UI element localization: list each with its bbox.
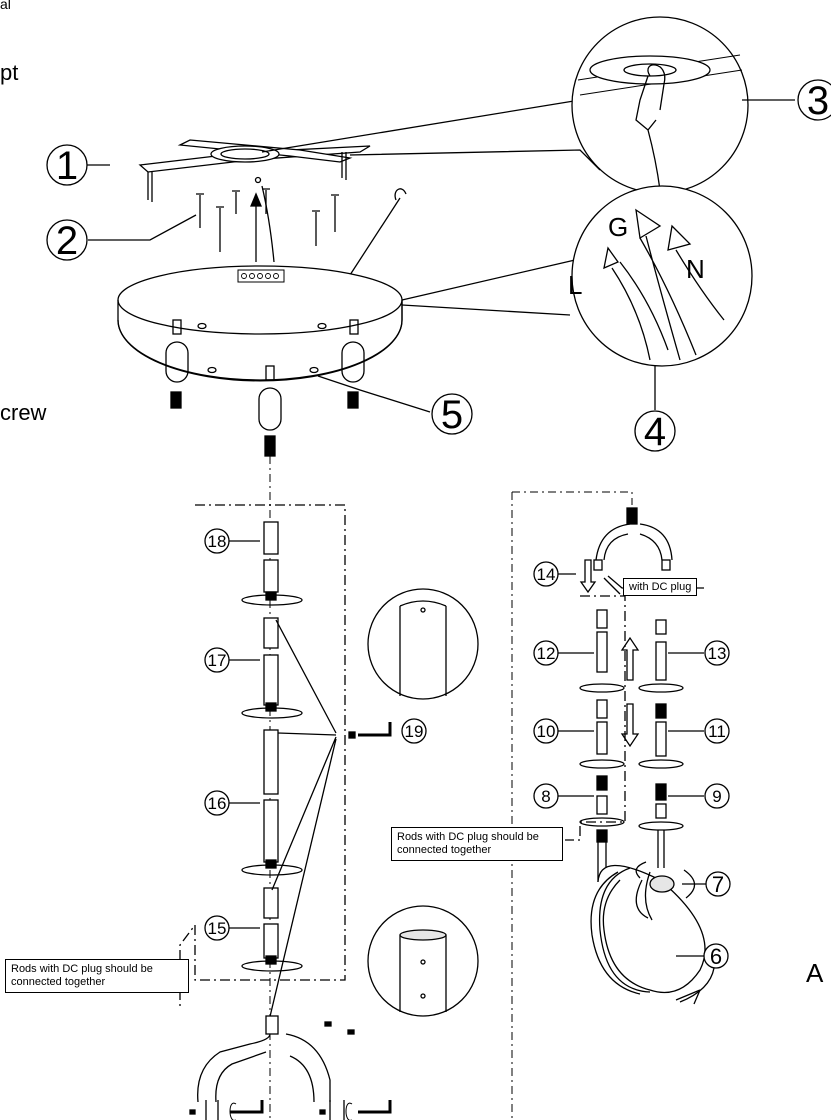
callout-12: 12 [537, 644, 556, 663]
u-arm-left [189, 1015, 392, 1120]
rods-note-left: Rods with DC plug should be connected to… [5, 959, 189, 993]
callout-11: 11 [708, 722, 726, 741]
callout-15: 15 [208, 919, 227, 938]
callout-13: 13 [708, 644, 727, 663]
callout-10: 10 [537, 722, 556, 741]
callout-6: 6 [710, 944, 722, 969]
callout-17: 17 [208, 651, 227, 670]
callout-1-circle [46, 144, 88, 186]
callout-2: 2 [56, 219, 78, 263]
allen-key [267, 619, 392, 1026]
cross-bracket [138, 139, 371, 202]
wire-label-ground: G [608, 212, 628, 242]
callout-4: 4 [644, 410, 666, 454]
canopy [117, 265, 403, 457]
callout-8: 8 [541, 787, 550, 806]
callout-14: 14 [537, 565, 556, 584]
lamp-shade [590, 861, 715, 1005]
detail-wire-connection [571, 185, 753, 367]
right-arm [593, 507, 673, 571]
callout-19: 19 [405, 722, 424, 741]
callout-5: 5 [441, 393, 463, 437]
edge-text-left-1: pt [0, 60, 19, 85]
rods-note-right: Rods with DC plug should be connected to… [391, 827, 563, 861]
callout-18: 18 [208, 532, 227, 551]
wire-label-live: L [568, 270, 582, 300]
callout-16: 16 [208, 794, 227, 813]
detail-rod-hole-bottom [367, 905, 479, 1017]
callout-9: 9 [712, 787, 721, 806]
dc-plug-note: with DC plug [623, 578, 698, 596]
left-rod-group [179, 504, 346, 1010]
detail-rod-hole-top [367, 588, 479, 700]
edge-text-right: A [806, 958, 824, 988]
callout-7: 7 [712, 872, 724, 897]
callout-3: 3 [807, 79, 829, 123]
edge-text-left-2: crew [0, 400, 47, 425]
edge-text-top: al [0, 0, 11, 12]
callout-1: 1 [56, 144, 78, 188]
wire-label-neutral: N [686, 254, 705, 284]
detail-ceiling-hook [571, 16, 749, 194]
right-rod-group [565, 559, 684, 882]
mounting-screws [196, 176, 339, 252]
